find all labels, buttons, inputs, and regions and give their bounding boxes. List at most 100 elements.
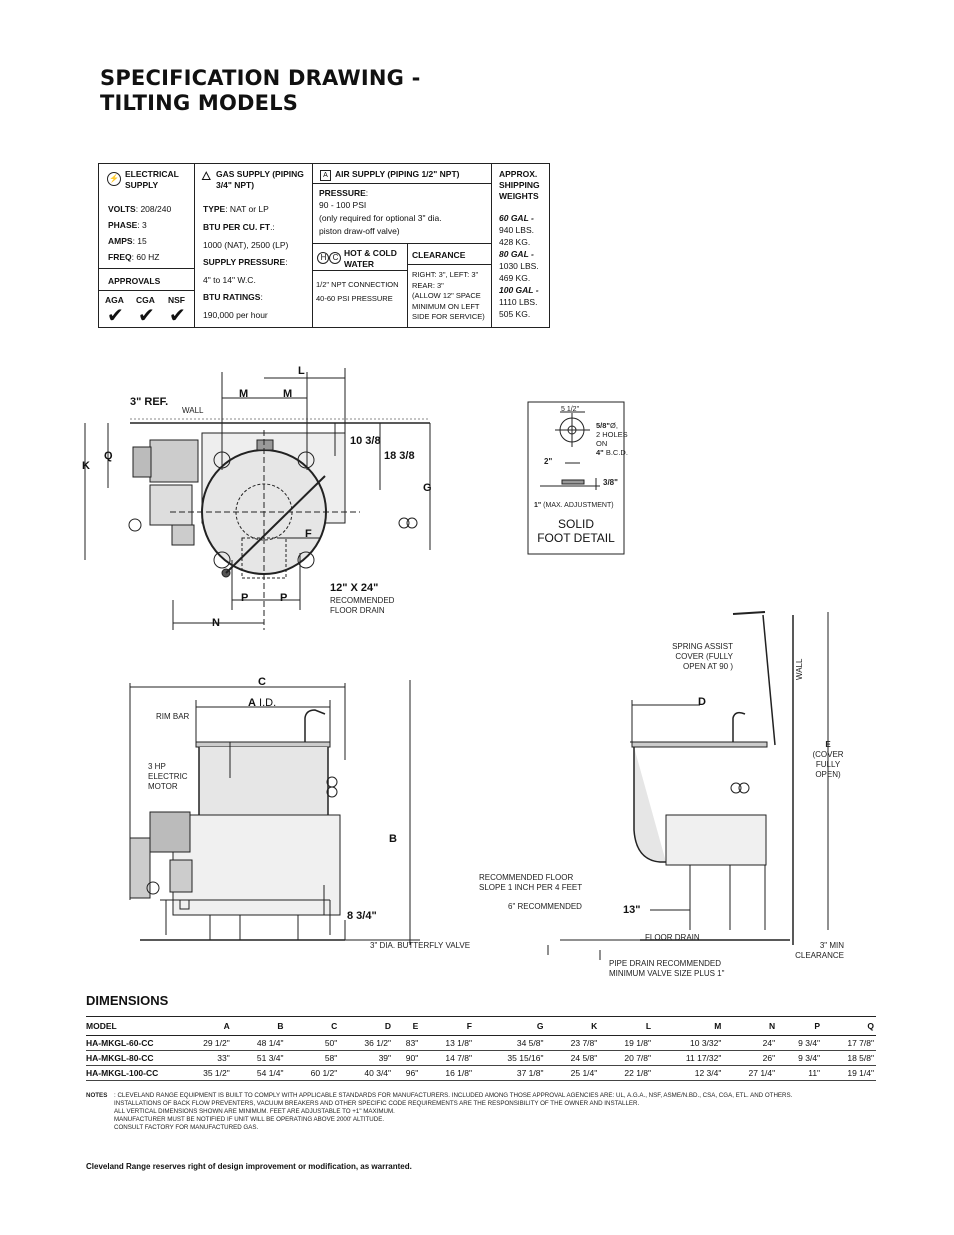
btu-label: BTU PER CU. FT bbox=[203, 222, 271, 232]
table-cell: 24" bbox=[723, 1035, 778, 1051]
dim-E-line-3: OPEN) bbox=[815, 770, 841, 779]
spring-line-1: SPRING ASSIST bbox=[672, 642, 733, 651]
table-cell: 54 1/4" bbox=[231, 1065, 286, 1081]
dim-B: B bbox=[389, 833, 397, 845]
table-header-row: MODEL A B C D E F G K L M N P Q bbox=[86, 1016, 876, 1036]
min-line-2: CLEARANCE bbox=[795, 951, 844, 960]
dim-E-line-2: FULLY bbox=[815, 760, 841, 769]
pipe-line-2: MINIMUM VALVE SIZE PLUS 1" bbox=[609, 969, 725, 978]
column-header: F bbox=[420, 1016, 474, 1036]
table-cell: 22 1/8" bbox=[599, 1065, 654, 1081]
approvals-header: APPROVALS bbox=[108, 276, 161, 286]
dim-M-2: M bbox=[283, 388, 293, 400]
dim-G: G bbox=[423, 482, 432, 494]
amps-value: : 15 bbox=[132, 236, 147, 246]
column-header: D bbox=[339, 1016, 394, 1036]
weight-100-label: 100 GAL - bbox=[499, 285, 539, 295]
table-cell: 51 3/4" bbox=[231, 1050, 286, 1066]
supply-pressure-suffix: : bbox=[285, 257, 288, 267]
table-cell: 9 3/4" bbox=[777, 1035, 823, 1051]
table-cell: 83" bbox=[393, 1035, 421, 1051]
note-line: : CLEVELAND RANGE EQUIPMENT IS BUILT TO … bbox=[114, 1092, 793, 1099]
table-cell: 35 15/16" bbox=[474, 1050, 546, 1066]
dim-M-1: M bbox=[239, 388, 249, 400]
note-line: MANUFACTURER MUST BE NOTIFIED IF UNIT WI… bbox=[114, 1116, 385, 1123]
notes: NOTES : CLEVELAND RANGE EQUIPMENT IS BUI… bbox=[86, 1092, 874, 1132]
volts-label: VOLTS bbox=[108, 204, 136, 214]
supply-pressure-value: 4" to 14" W.C. bbox=[203, 275, 256, 285]
table-cell: 20 7/8" bbox=[599, 1050, 654, 1066]
column-header: Q bbox=[822, 1016, 876, 1036]
slope-label: RECOMMENDED FLOOR SLOPE 1 INCH PER 4 FEE… bbox=[479, 873, 582, 893]
lightning-icon: ⚡ bbox=[107, 172, 121, 186]
foot-dim-3-8: 3/8" bbox=[603, 478, 618, 487]
dim-18-3-8: 18 3/8 bbox=[384, 450, 415, 462]
air-note-1: (only required for optional 3" dia. bbox=[319, 213, 442, 223]
foot-detail bbox=[527, 401, 625, 555]
approval-aga: AGA bbox=[105, 295, 124, 305]
spring-line-3: OPEN AT 90 ) bbox=[683, 662, 733, 671]
table-cell: 10 3/32" bbox=[653, 1035, 724, 1051]
air-column: A AIR SUPPLY (PIPING 1/2" NPT) PRESSURE:… bbox=[313, 164, 492, 327]
table-cell: HA-MKGL-100-CC bbox=[86, 1065, 178, 1081]
dim-E-line-1: (COVER bbox=[812, 750, 844, 759]
side-elevation bbox=[547, 611, 829, 960]
weight-80-label: 80 GAL - bbox=[499, 249, 534, 259]
six-recommended-label: 6" RECOMMENDED bbox=[508, 902, 582, 911]
table-cell: 58" bbox=[285, 1050, 340, 1066]
phase-value: : 3 bbox=[137, 220, 147, 230]
btu-ratings-label: BTU RATINGS bbox=[203, 292, 261, 302]
title-line-1: SPECIFICATION DRAWING - bbox=[100, 66, 421, 90]
dim-8-3-4: 8 3/4" bbox=[347, 910, 377, 922]
table-cell: 33" bbox=[178, 1050, 232, 1066]
amps-label: AMPS bbox=[108, 236, 133, 246]
volts-value: : 208/240 bbox=[135, 204, 172, 214]
dimensions-title: DIMENSIONS bbox=[86, 993, 169, 1008]
min-line-1: 3" MIN bbox=[819, 941, 844, 950]
foot-bcd-label: B.C.D. bbox=[603, 448, 628, 457]
table-row: HA-MKGL-80-CC 33" 51 3/4" 58" 39" 90" 14… bbox=[86, 1050, 876, 1066]
approval-nsf: NSF bbox=[168, 295, 185, 305]
dimensions-table: MODEL A B C D E F G K L M N P Q HA-MKGL-… bbox=[86, 1016, 876, 1081]
weights-column: APPROX. SHIPPING WEIGHTS 60 GAL - 940 LB… bbox=[492, 164, 549, 327]
weight-60-label: 60 GAL - bbox=[499, 213, 534, 223]
dim-10-3-8: 10 3/8 bbox=[350, 435, 381, 447]
air-pressure-value: 90 - 100 PSI bbox=[319, 200, 367, 210]
table-cell: 50" bbox=[285, 1035, 340, 1051]
column-header: P bbox=[777, 1016, 823, 1036]
clearance-line: (ALLOW 12" SPACE bbox=[412, 291, 481, 300]
column-header: L bbox=[599, 1016, 654, 1036]
dim-C: C bbox=[258, 676, 266, 688]
table-cell: 35 1/2" bbox=[178, 1065, 232, 1081]
side-wall-label: WALL bbox=[795, 658, 804, 681]
btu-ratings-suffix: : bbox=[260, 292, 263, 302]
table-cell: 19 1/8" bbox=[599, 1035, 654, 1051]
footer-disclaimer: Cleveland Range reserves right of design… bbox=[86, 1162, 412, 1171]
table-cell: 39" bbox=[339, 1050, 394, 1066]
gas-type-label: TYPE bbox=[203, 204, 226, 214]
table-cell: 23 7/8" bbox=[545, 1035, 600, 1051]
gas-type-value: : NAT or LP bbox=[225, 204, 269, 214]
drain-label-1: RECOMMENDED bbox=[330, 596, 395, 605]
electrical-header: ELECTRICAL SUPPLY bbox=[125, 169, 179, 190]
check-icon: ✔ bbox=[169, 305, 186, 327]
flame-icon: 🜂 bbox=[201, 169, 212, 183]
dim-F: F bbox=[305, 528, 312, 540]
foot-bcd-size: 4" bbox=[596, 448, 604, 457]
water-line-1: 1/2" NPT CONNECTION bbox=[316, 280, 399, 289]
air-icon-letter: A bbox=[320, 170, 331, 181]
air-pressure-suffix: : bbox=[365, 188, 369, 198]
clearance-line: SIDE FOR SERVICE) bbox=[412, 312, 485, 321]
btu-suffix: .: bbox=[270, 222, 275, 232]
table-cell: 25 1/4" bbox=[545, 1065, 600, 1081]
rim-bar-label: RIM BAR bbox=[156, 712, 190, 721]
table-cell: 16 1/8" bbox=[420, 1065, 474, 1081]
motor-label-1: 3 HP bbox=[148, 762, 166, 771]
water-line-2: 40-60 PSI PRESSURE bbox=[316, 294, 393, 303]
butterfly-valve-label: 3" DIA. BUTTERFLY VALVE bbox=[370, 941, 471, 950]
pipe-drain-label: PIPE DRAIN RECOMMENDED MINIMUM VALVE SIZ… bbox=[609, 959, 724, 979]
gas-column: 🜂 GAS SUPPLY (PIPING 3/4" NPT) TYPE: NAT… bbox=[195, 164, 313, 327]
notes-label: NOTES bbox=[86, 1092, 108, 1099]
dim-P-1: P bbox=[241, 592, 249, 604]
